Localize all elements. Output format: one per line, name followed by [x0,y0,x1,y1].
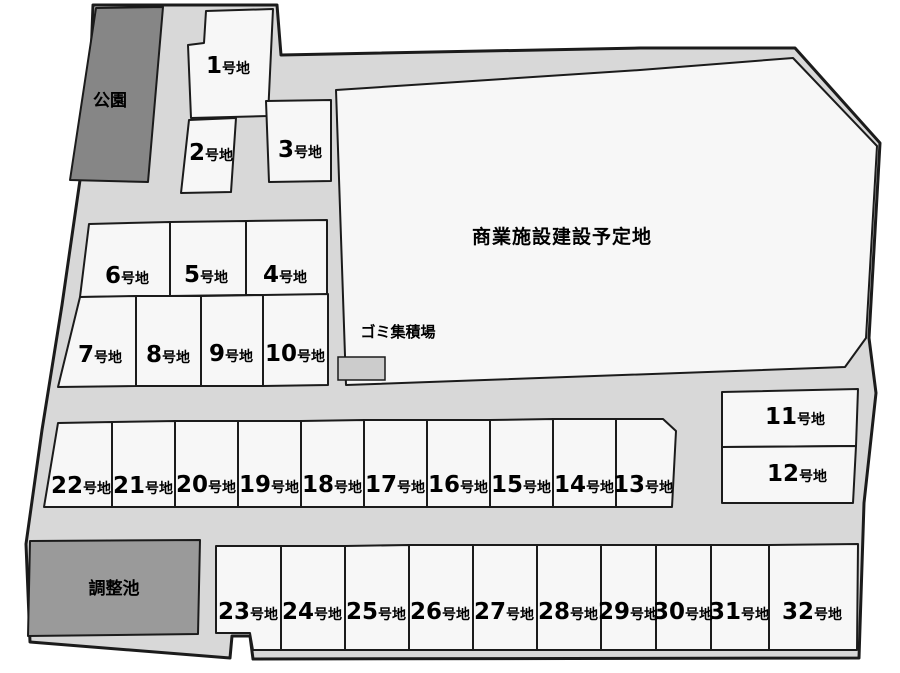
plot-25 [344,544,410,651]
plot-3 [265,99,332,183]
plot-16-label: 16号地 [428,472,488,498]
plot-1-label: 1号地 [206,53,250,79]
plot-31 [710,544,770,651]
plot-19-label: 19号地 [239,472,299,498]
plot-23-label: 23号地 [218,599,278,625]
plot-10-label: 10号地 [265,341,325,367]
plot-9-label: 9号地 [209,341,253,367]
plot-24-label: 24号地 [282,599,342,625]
pond-area [27,539,201,637]
plot-32-label: 32号地 [782,599,842,625]
plot-2 [180,117,237,194]
plot-22-label: 22号地 [51,473,111,499]
plot-2-label: 2号地 [189,140,233,166]
plot-28-label: 28号地 [538,599,598,625]
plot-8 [135,295,202,387]
plot-17-label: 17号地 [365,472,425,498]
commercial-label: 商業施設建設予定地 [472,225,652,248]
garbage-area [337,356,386,381]
plot-12-label: 12号地 [767,461,827,487]
plot-7-label: 7号地 [78,342,122,368]
plot-4-label: 4号地 [263,262,307,288]
plot-31-label: 31号地 [709,599,769,625]
garbage-label: ゴミ集積場 [360,323,435,341]
plot-6-label: 6号地 [105,263,149,289]
plot-14-label: 14号地 [554,472,614,498]
plot-24 [280,545,346,651]
plot-5-label: 5号地 [184,262,228,288]
plot-13 [615,418,677,508]
plot-28 [536,544,602,651]
pond-label: 調整池 [89,578,140,599]
plot-30 [655,544,712,651]
plot-3-label: 3号地 [278,137,322,163]
park-label: 公園 [93,91,127,111]
plot-29 [600,544,657,651]
plot-26 [408,544,474,651]
plot-21-label: 21号地 [113,473,173,499]
plot-20-label: 20号地 [176,472,236,498]
plot-12 [721,445,857,504]
plot-25-label: 25号地 [346,599,406,625]
plot-32 [768,543,859,651]
plot-18-label: 18号地 [302,472,362,498]
plot-11-label: 11号地 [765,404,825,430]
plot-8-label: 8号地 [146,342,190,368]
plot-27 [472,544,538,651]
commercial-area [335,57,878,386]
plot-1 [187,8,274,119]
plot-30-label: 30号地 [653,599,713,625]
park-area [69,6,164,183]
plot-26-label: 26号地 [410,599,470,625]
plot-10 [262,293,329,387]
plot-27-label: 27号地 [474,599,534,625]
plot-29-label: 29号地 [598,599,658,625]
plot-15-label: 15号地 [491,472,551,498]
plot-13-label: 13号地 [613,472,673,498]
